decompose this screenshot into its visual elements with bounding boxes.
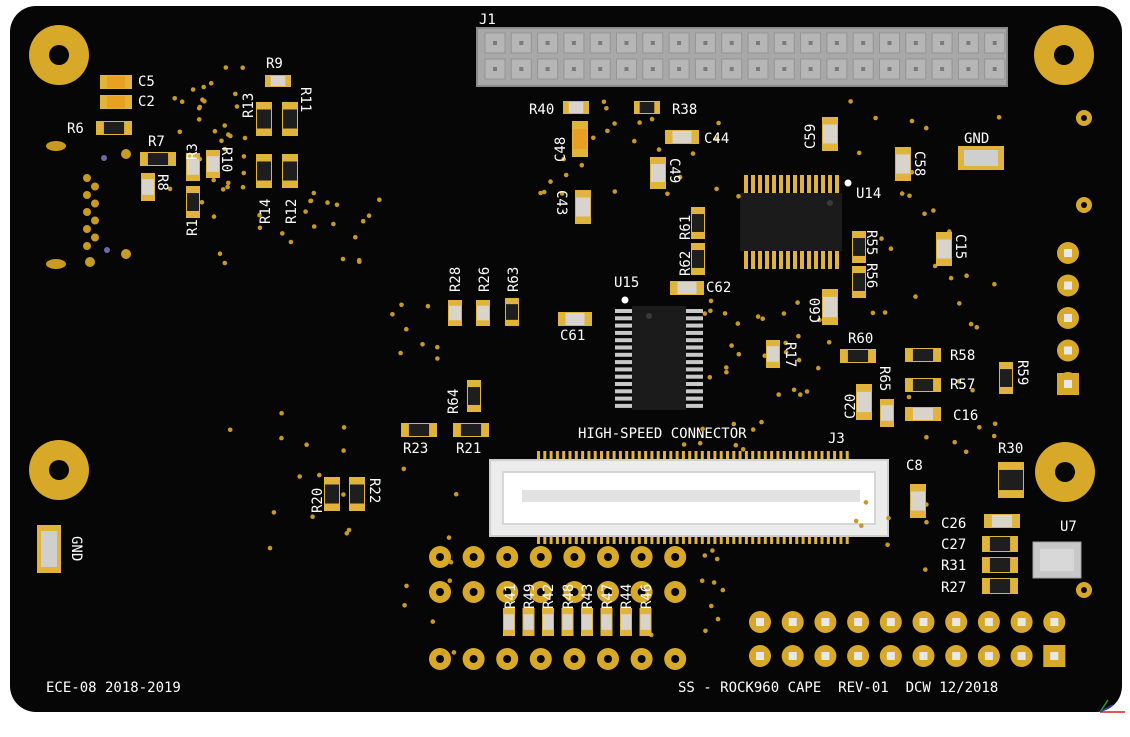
- header-ref-label: J1: [479, 12, 496, 28]
- ref-r30: R30: [998, 441, 1023, 457]
- ref-r49: R49: [522, 584, 538, 609]
- gnd-pad-left: [37, 525, 61, 573]
- ref-r58: R58: [950, 348, 975, 364]
- ref-r22: R22: [366, 478, 382, 503]
- ref-labels-rotated-270: R13 R3 R1 R14 R12 C48 C59 R61 R62 R28 R2…: [185, 93, 859, 609]
- ref-r63: R63: [506, 267, 522, 292]
- ref-c60: C60: [808, 298, 824, 323]
- mounting-hole-top-right: [1034, 25, 1094, 85]
- ref-r31: R31: [941, 558, 966, 574]
- ref-labels-rotated-90: R11 R8 R10 C58 C49 C43 R55 R56 C15 R17 R…: [154, 87, 1030, 503]
- ref-c2: C2: [138, 94, 155, 110]
- ref-c5: C5: [138, 74, 155, 90]
- ref-r62: R62: [678, 251, 694, 276]
- ref-r13: R13: [241, 93, 257, 118]
- ref-r21: R21: [456, 441, 481, 457]
- ref-c48: C48: [553, 137, 569, 162]
- ref-r56: R56: [863, 263, 879, 288]
- ref-c49: C49: [666, 158, 682, 183]
- ref-r65: R65: [876, 366, 892, 391]
- ref-c26: C26: [941, 516, 966, 532]
- ref-r41: R41: [503, 584, 519, 609]
- connector-ref-label: J3: [828, 431, 845, 447]
- mounting-hole-bottom-right: [1035, 442, 1095, 502]
- ref-r47: R47: [600, 584, 616, 609]
- ref-r44: R44: [619, 584, 635, 609]
- ref-r64: R64: [446, 389, 462, 414]
- footer-right: SS - ROCK960 CAPE REV-01 DCW 12/2018: [678, 680, 998, 696]
- ref-c15: C15: [952, 234, 968, 259]
- ref-r9: R9: [266, 56, 283, 72]
- vias: [167, 65, 1002, 656]
- ref-r1: R1: [185, 219, 201, 236]
- ref-r43: R43: [580, 584, 596, 609]
- footer-left: ECE-08 2018-2019: [46, 680, 181, 696]
- ref-r26: R26: [477, 267, 493, 292]
- ic-u14: [740, 175, 842, 269]
- u15-label: U15: [614, 275, 639, 291]
- mounting-hole-top-left: [29, 25, 89, 85]
- ref-r23: R23: [403, 441, 428, 457]
- smd-components: [96, 75, 1024, 636]
- ic-u15: [615, 306, 703, 410]
- gnd-left-label: GND: [68, 536, 84, 561]
- axis-triad: [1099, 699, 1125, 713]
- ref-r17: R17: [782, 342, 798, 367]
- header-j1: [476, 27, 1008, 87]
- ref-r12: R12: [284, 199, 300, 224]
- ref-c44: C44: [704, 131, 729, 147]
- ref-r27: R27: [941, 580, 966, 596]
- ref-c27: C27: [941, 537, 966, 553]
- ref-c43: C43: [553, 190, 569, 215]
- ref-r14: R14: [258, 199, 274, 224]
- ref-r20: R20: [310, 488, 326, 513]
- ref-r48: R48: [561, 584, 577, 609]
- ref-c58: C58: [911, 151, 927, 176]
- ref-r60: R60: [848, 331, 873, 347]
- ref-r6: R6: [67, 121, 84, 137]
- ref-r40: R40: [529, 102, 554, 118]
- connector-label: HIGH-SPEED CONNECTOR: [578, 426, 747, 442]
- ref-c8: C8: [906, 458, 923, 474]
- mounting-hole-bottom-left: [29, 440, 89, 500]
- ref-r46: R46: [639, 584, 655, 609]
- ref-c62: C62: [706, 280, 731, 296]
- ref-r59: R59: [1014, 360, 1030, 385]
- ref-c20: C20: [843, 394, 859, 419]
- ref-labels: C5 C2 R9 R6 R7 R40 R38 C44 C62 C61 R60 R…: [67, 56, 1023, 596]
- ref-r11: R11: [297, 87, 313, 112]
- ref-r10: R10: [218, 147, 234, 172]
- connector-j3: [489, 451, 889, 544]
- component-u7: [1032, 541, 1082, 579]
- through-hole-pins: [46, 110, 1092, 670]
- ref-c61: C61: [560, 328, 585, 344]
- ref-c59: C59: [803, 124, 819, 149]
- ref-r38: R38: [672, 102, 697, 118]
- ref-c16: C16: [953, 408, 978, 424]
- u7-label: U7: [1060, 519, 1077, 535]
- ref-r28: R28: [448, 267, 464, 292]
- ref-r55: R55: [863, 230, 879, 255]
- gnd-top-label: GND: [964, 131, 989, 147]
- gnd-pad-top: [958, 146, 1004, 170]
- ref-r3: R3: [185, 143, 201, 160]
- ref-r7: R7: [148, 134, 165, 150]
- ref-r57: R57: [950, 377, 975, 393]
- ref-r61: R61: [678, 215, 694, 240]
- ref-r42: R42: [541, 584, 557, 609]
- u14-label: U14: [856, 186, 881, 202]
- ref-r8: R8: [154, 174, 170, 191]
